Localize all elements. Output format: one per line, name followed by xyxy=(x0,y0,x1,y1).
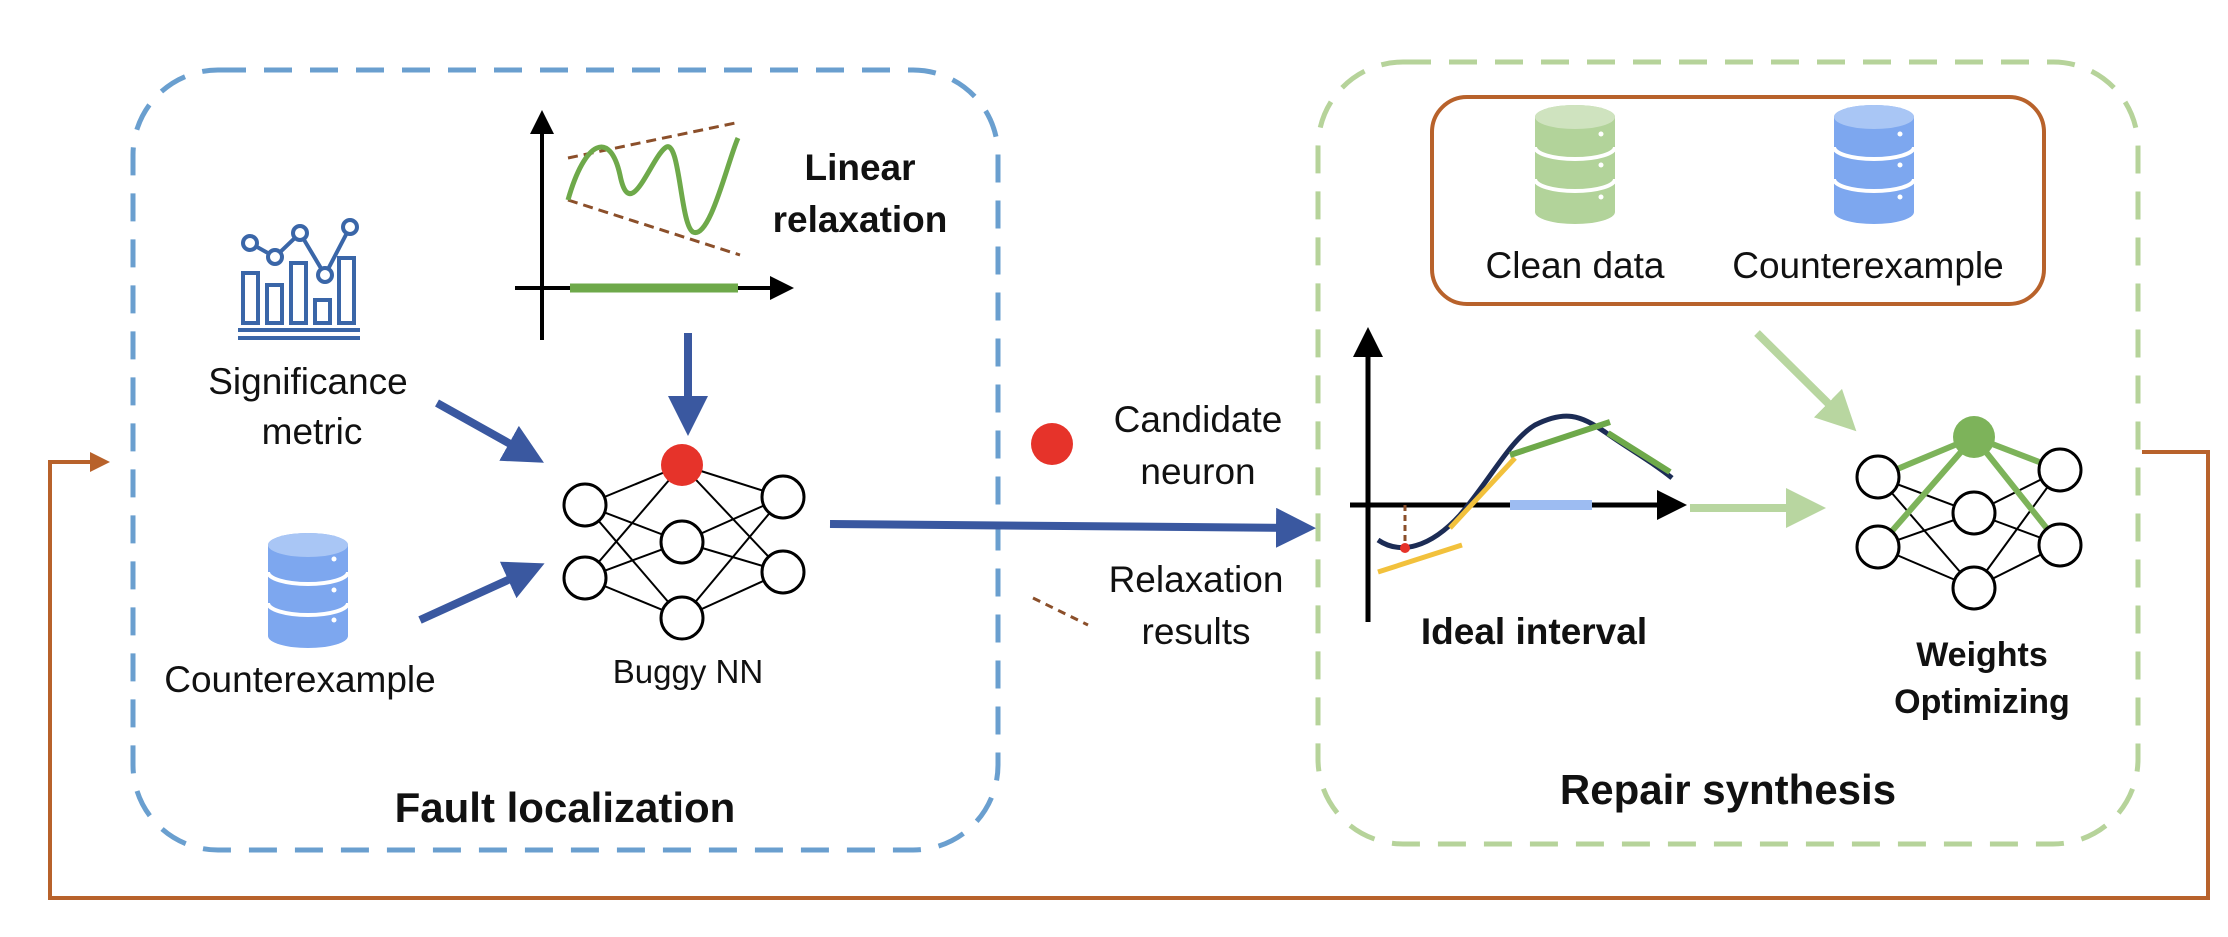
linear-relaxation-label-line2: relaxation xyxy=(773,199,948,240)
legend-candidate-line2: neuron xyxy=(1140,451,1255,492)
buggy-nn xyxy=(562,444,806,641)
clean-data-label: Clean data xyxy=(1486,245,1665,286)
arrow-metric-to-nn xyxy=(435,399,544,463)
optimized-neuron-green xyxy=(1953,416,1995,458)
legend-relaxation-line1: Relaxation xyxy=(1109,559,1284,600)
training-data-box xyxy=(1430,95,2046,306)
candidate-neuron-red xyxy=(661,444,703,486)
significance-label-line1: Significance xyxy=(208,361,408,402)
counterexample-label-right: Counterexample xyxy=(1732,245,2003,286)
buggy-nn-label: Buggy NN xyxy=(613,653,763,690)
arrow-data-to-weights xyxy=(1754,330,1857,432)
database-icon xyxy=(266,533,350,648)
weights-label-line1: Weights xyxy=(1916,636,2048,674)
repair-synthesis-title: Repair synthesis xyxy=(1560,766,1896,813)
legend-relaxation-line2: results xyxy=(1142,611,1251,652)
fault-localization-box xyxy=(130,67,1001,853)
feedback-loop-line xyxy=(48,450,2210,900)
bar-chart-icon xyxy=(238,218,360,340)
ideal-interval-label: Ideal interval xyxy=(1421,611,1647,652)
legend-candidate-line1: Candidate xyxy=(1114,399,1283,440)
significance-label-line2: metric xyxy=(262,411,363,452)
linear-relaxation-plot xyxy=(515,110,794,340)
weights-label-line2: Optimizing xyxy=(1894,683,2070,721)
arrow-counterexample-to-nn xyxy=(418,561,545,624)
repair-synthesis-box xyxy=(1315,59,2141,847)
database-icon xyxy=(1832,105,1916,224)
legend-candidate-dot xyxy=(1031,423,1073,465)
counterexample-label-left: Counterexample xyxy=(164,659,435,700)
legend-relaxation-dash xyxy=(1032,596,1089,627)
ideal-interval-plot xyxy=(1350,327,1687,622)
database-icon xyxy=(1533,105,1617,224)
weights-nn xyxy=(1855,416,2083,611)
fault-localization-title: Fault localization xyxy=(395,784,736,831)
linear-relaxation-label-line1: Linear xyxy=(804,147,915,188)
arrow-to-repair xyxy=(829,507,1316,548)
